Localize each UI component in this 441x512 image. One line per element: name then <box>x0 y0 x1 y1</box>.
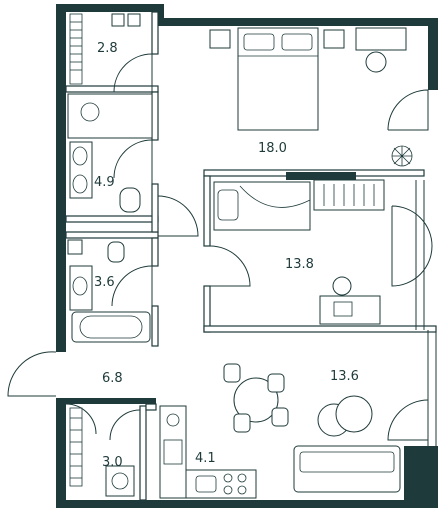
bathroom-1-fixtures <box>67 93 153 213</box>
interior-walls <box>65 11 437 501</box>
kitchen-fixtures <box>159 405 257 499</box>
exterior-walls <box>56 4 438 508</box>
storage-fixtures <box>69 407 135 497</box>
area-dressing: 2.8 <box>97 41 118 56</box>
area-living: 13.6 <box>330 369 359 384</box>
area-bathroom-2: 3.6 <box>94 275 115 290</box>
bathroom-2-fixtures <box>67 239 151 343</box>
living-furniture <box>223 363 401 493</box>
windows <box>387 89 437 446</box>
bedroom-1-furniture <box>209 27 413 167</box>
doors <box>7 53 251 441</box>
area-kitchen: 4.1 <box>195 451 216 466</box>
area-hall: 6.8 <box>102 371 123 386</box>
area-bedroom-2: 13.8 <box>285 257 314 272</box>
bedroom-2-furniture <box>213 179 385 325</box>
wardrobe-dressing <box>69 13 141 85</box>
area-storage: 3.0 <box>102 455 123 470</box>
area-bedroom: 18.0 <box>258 141 287 156</box>
room-labels: 2.8 18.0 4.9 3.6 13.8 6.8 13.6 3.0 4.1 <box>94 41 359 470</box>
area-bathroom-1: 4.9 <box>94 175 115 190</box>
